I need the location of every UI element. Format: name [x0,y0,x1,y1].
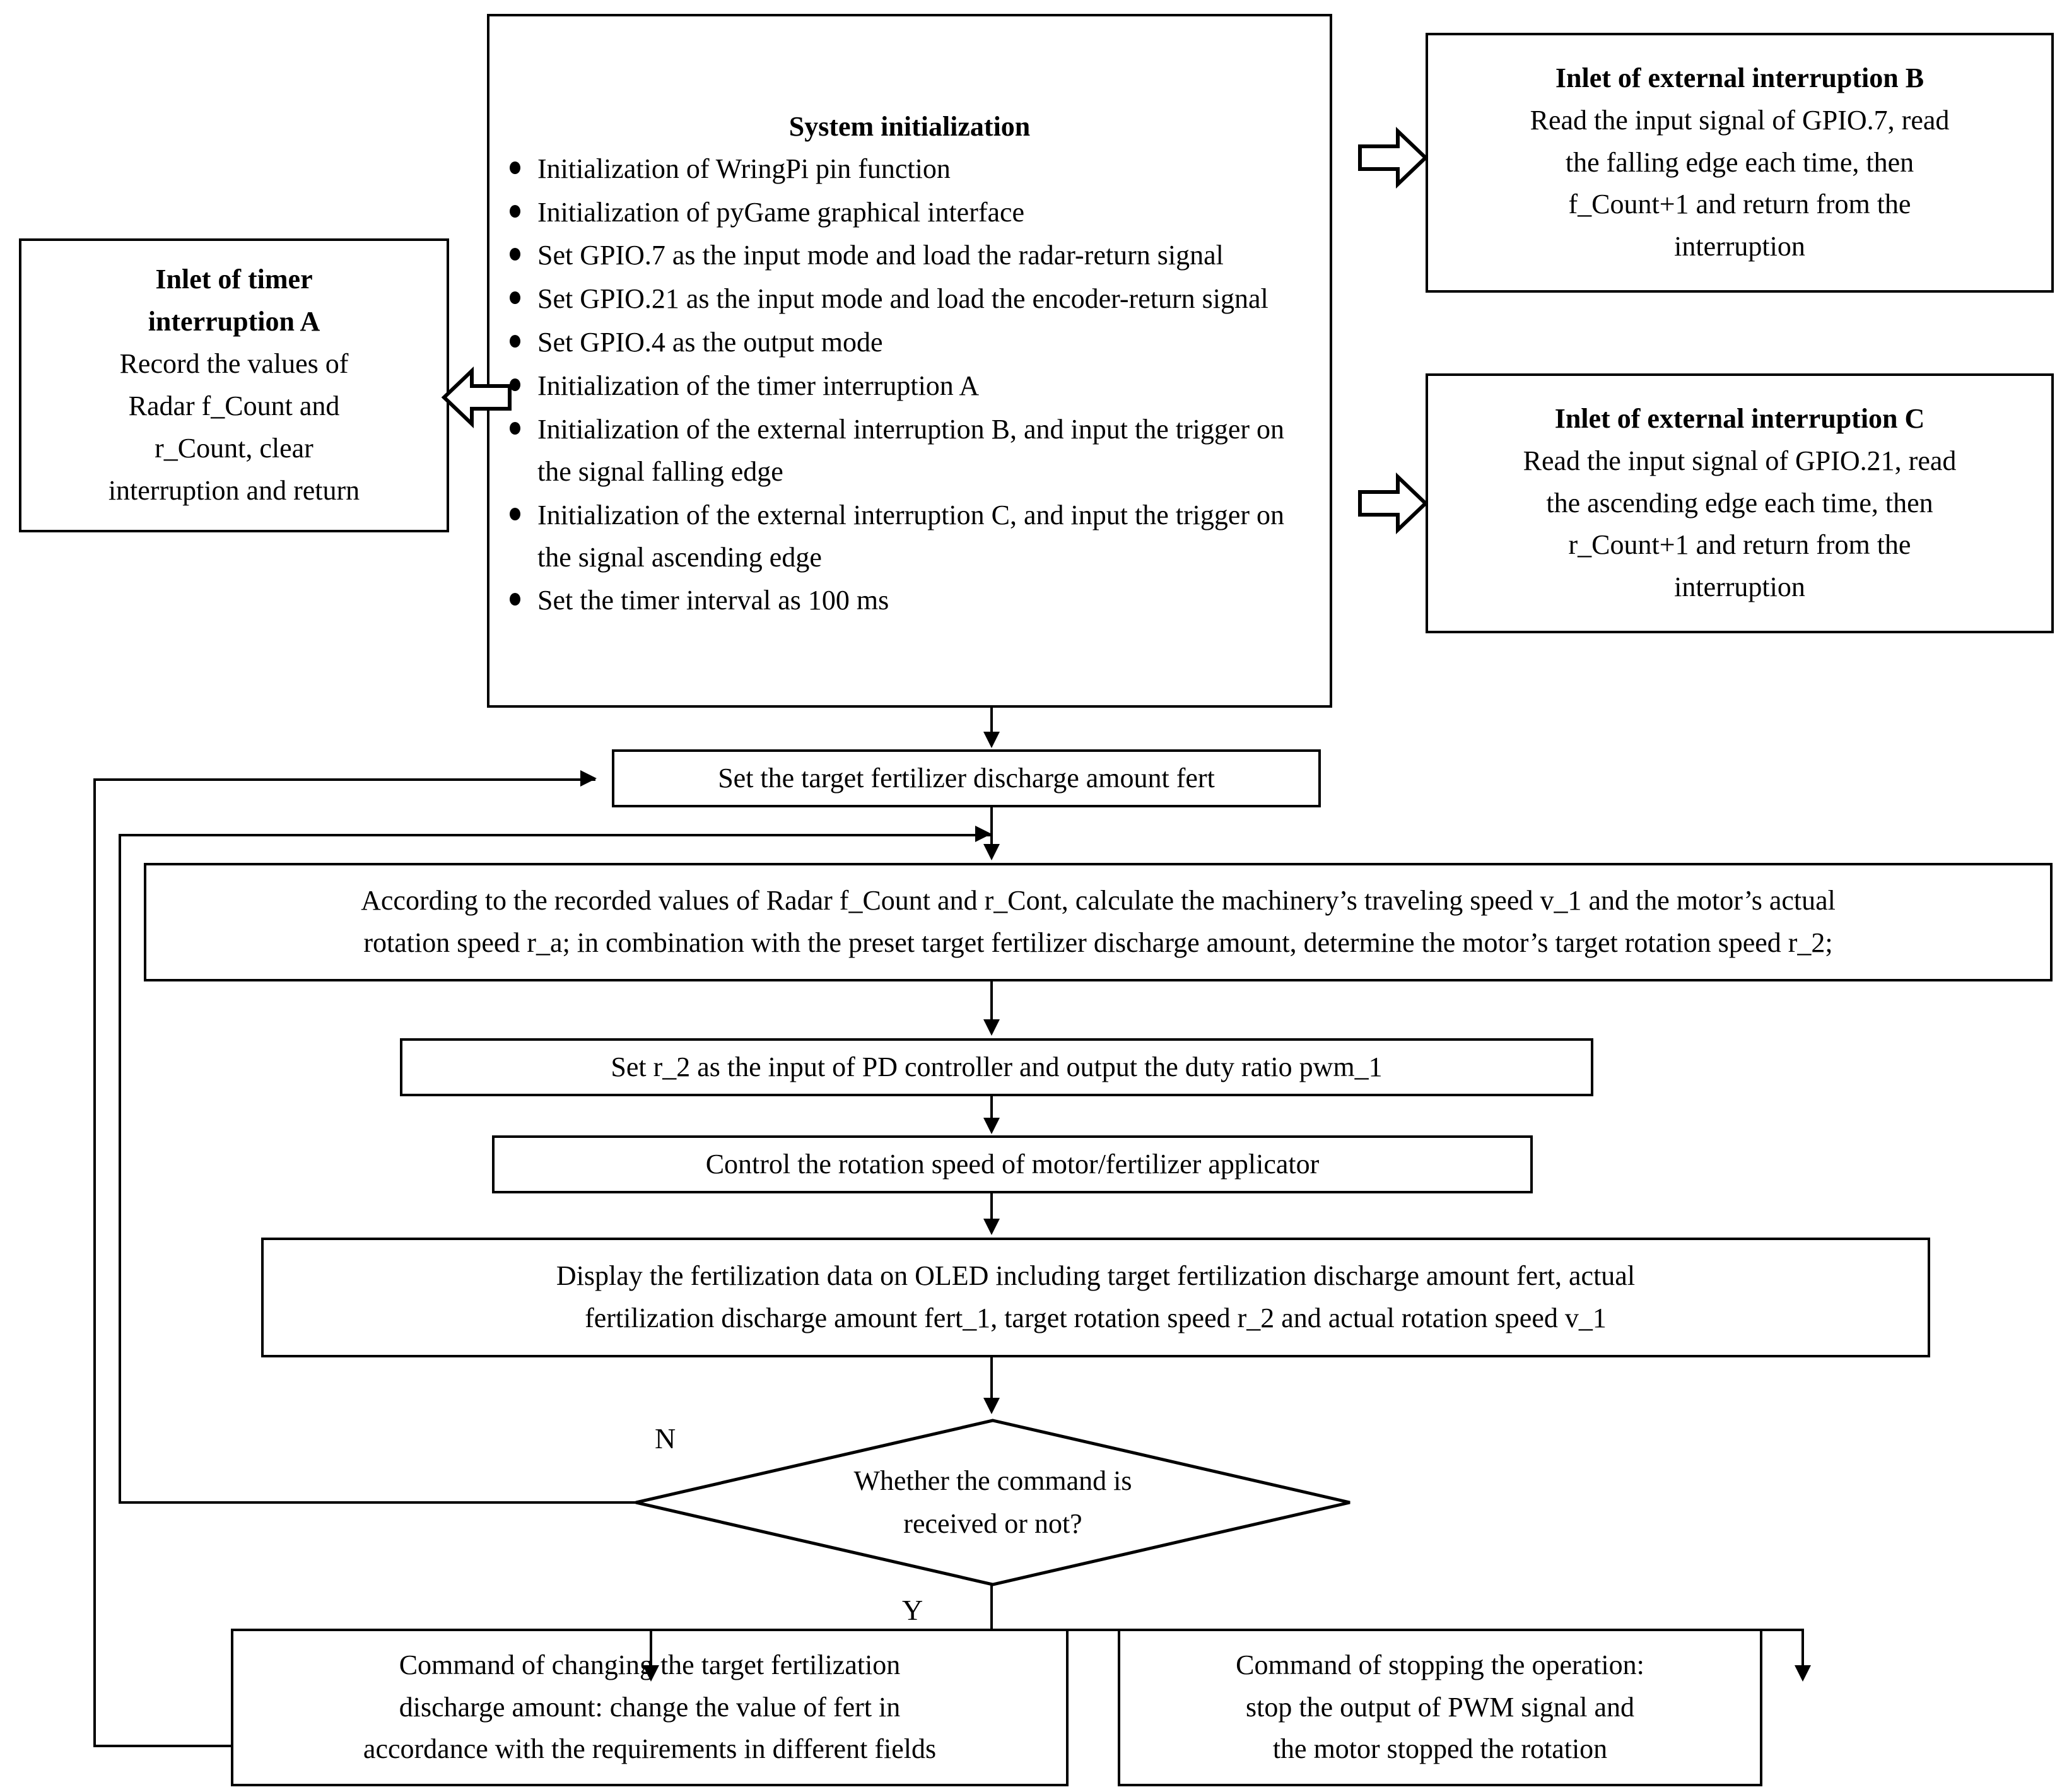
list-item: Initialization of the external interrupt… [505,409,1315,493]
block-arrow-left-icon [442,361,512,434]
node-set-target-fert: Set the target fertilizer discharge amou… [612,749,1321,807]
timer-a-body-line-3: r_Count, clear [155,432,313,464]
ext-c-body-line-1: Read the input signal of GPIO.21, read [1523,445,1957,476]
connector-control-to-oled [990,1193,993,1221]
connector-change-loop-vertical [93,778,96,1747]
list-item: Initialization of pyGame graphical inter… [505,192,1315,234]
connector-no-branch-horizontal [119,1501,636,1504]
timer-a-title-line-1: Inlet of timer [155,264,313,295]
timer-a-body-line-1: Record the values of [119,348,349,380]
timer-a-title-line-2: interruption A [148,306,320,337]
connector-decision-yes-stem [990,1584,993,1631]
connector-calculate-to-pd [990,981,993,1021]
block-arrow-right-b-icon [1355,121,1428,194]
node-timer-interruption-a: Inlet of timer interruption A Record the… [19,238,449,532]
ext-b-body-line-4: interruption [1674,231,1805,262]
connector-yes-left-drop [650,1629,652,1668]
connector-no-branch-top [119,834,992,836]
node-system-initialization: System initialization Initialization of … [487,14,1332,708]
ext-c-title: Inlet of external interruption C [1554,402,1925,434]
control-motor-text: Control the rotation speed of motor/fert… [705,1148,1320,1180]
arrowhead-control-to-oled-icon [983,1219,1000,1235]
arrowhead-no-loop-icon [975,826,992,842]
list-item: Set GPIO.7 as the input mode and load th… [505,235,1315,277]
node-decision-command-received: Whether the command is received or not? [633,1418,1352,1587]
connector-pd-to-control [990,1096,993,1119]
ext-c-body-line-4: interruption [1674,571,1805,603]
decision-label-yes: Y [902,1594,923,1626]
connector-oled-to-decision [990,1357,993,1399]
arrowhead-yes-to-change-icon [643,1665,659,1682]
cmd-stop-line-3: the motor stopped the rotation [1272,1733,1608,1765]
ext-b-body-line-3: f_Count+1 and return from the [1568,189,1911,220]
list-item: Set GPIO.4 as the output mode [505,322,1315,364]
arrowhead-calculate-to-pd-icon [983,1019,1000,1036]
ext-b-body-line-1: Read the input signal of GPIO.7, read [1530,104,1950,136]
connector-change-loop-top [93,778,595,781]
list-item: Initialization of the external interrupt… [505,495,1315,579]
list-item: Initialization of WringPi pin function [505,148,1315,190]
arrowhead-oled-to-decision-icon [983,1398,1000,1414]
decision-label-no: N [655,1422,676,1455]
arrowhead-yes-to-stop-icon [1795,1665,1811,1682]
list-item: Set GPIO.21 as the input mode and load t… [505,278,1315,320]
cmd-stop-line-2: stop the output of PWM signal and [1246,1691,1634,1723]
timer-a-body-line-4: interruption and return [108,474,360,506]
connector-change-loop-horizontal [93,1745,233,1747]
cmd-change-line-3: accordance with the requirements in diff… [363,1733,937,1765]
set-target-text: Set the target fertilizer discharge amou… [718,762,1215,794]
ext-b-title: Inlet of external interruption B [1555,62,1924,93]
pd-controller-text: Set r_2 as the input of PD controller an… [611,1051,1383,1082]
oled-line-1: Display the fertilization data on OLED i… [556,1260,1636,1292]
ext-c-body-line-3: r_Count+1 and return from the [1568,529,1911,561]
list-item: Set the timer interval as 100 ms [505,580,1315,622]
ext-b-body-line-2: the falling edge each time, then [1565,146,1914,178]
oled-line-2: fertilization discharge amount fert_1, t… [585,1303,1607,1333]
cmd-stop-line-1: Command of stopping the operation: [1236,1649,1644,1680]
arrowhead-pd-to-control-icon [983,1118,1000,1134]
connector-no-branch-vertical [119,834,121,1502]
system-init-bullet-list: Initialization of WringPi pin function I… [505,148,1315,624]
ext-c-body-line-2: the ascending edge each time, then [1546,487,1933,518]
block-arrow-right-c-icon [1355,467,1428,540]
node-command-stop-operation: Command of stopping the operation: stop … [1118,1629,1762,1786]
system-init-title: System initialization [788,110,1031,142]
node-pd-controller: Set r_2 as the input of PD controller an… [400,1038,1593,1096]
list-item: Initialization of the timer interruption… [505,365,1315,407]
node-calculate-speeds: According to the recorded values of Rada… [144,863,2053,981]
node-control-motor: Control the rotation speed of motor/fert… [492,1135,1533,1193]
calculate-line-2: rotation speed r_a; in combination with … [363,927,1833,958]
node-oled-display: Display the fertilization data on OLED i… [261,1238,1930,1357]
connector-init-to-settarget [990,708,993,733]
timer-a-body-line-2: Radar f_Count and [128,390,340,421]
arrowhead-settarget-to-calculate-icon [983,844,1000,860]
connector-yes-right-drop [1801,1629,1804,1668]
arrowhead-init-to-settarget-icon [983,732,1000,748]
calculate-line-1: According to the recorded values of Rada… [361,885,1836,916]
arrowhead-change-loop-icon [580,770,597,787]
connector-decision-yes-bus [650,1629,1804,1631]
connector-settarget-to-calculate [990,807,993,845]
node-external-interruption-b: Inlet of external interruption B Read th… [1426,33,2054,293]
node-external-interruption-c: Inlet of external interruption C Read th… [1426,373,2054,633]
cmd-change-line-2: discharge amount: change the value of fe… [399,1691,901,1723]
